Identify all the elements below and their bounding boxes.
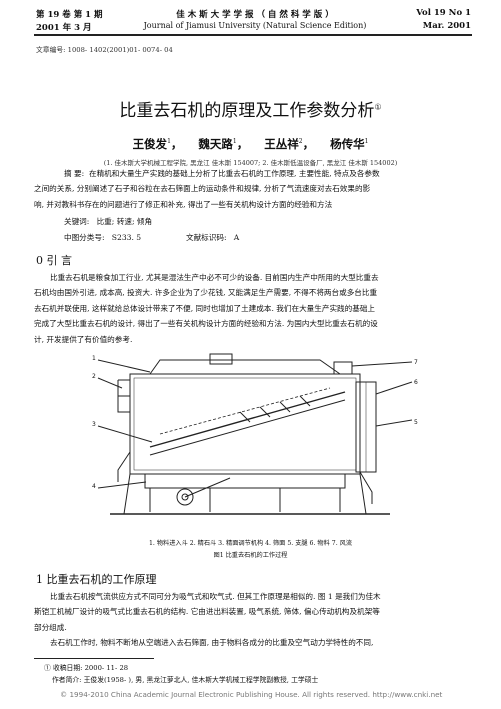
volume-en: Vol 19 No 1 xyxy=(416,8,471,18)
section-heading-intro: 0 引 言 xyxy=(36,254,72,267)
figure-legend: 1. 物料进入斗 2. 精石斗 3. 精面调节机构 4. 筛面 5. 支腿 6.… xyxy=(148,540,353,547)
callout-label: 6 xyxy=(414,379,418,386)
affiliation: (1. 佳木斯大学机械工程学院, 黑龙江 佳木斯 154007; 2. 佳木斯低… xyxy=(103,159,398,167)
principle-paragraph: 比重去石机按气流供应方式不同可分为吸气式和吹气式. 但其工作原理是相似的. 图 … xyxy=(34,592,381,648)
classification: 中图分类号: S233. 5 文献标识码: A xyxy=(64,233,240,242)
journal-name-en: Journal of Jiamusi University (Natural S… xyxy=(143,21,367,30)
abstract: 摘 要: 在精机和大量生产实践的基础上分析了比重去石机的工作原理, 主要性能, … xyxy=(34,169,380,209)
intro-paragraph: 比重去石机是粮食加工行业, 尤其是湿法生产中必不可少的设备. 目前国内生产中所用… xyxy=(34,273,379,344)
figure-caption: 图1 比重去石机的工作过程 xyxy=(213,552,288,559)
callout-label: 4 xyxy=(92,483,96,490)
callout-label: 7 xyxy=(414,359,418,366)
callout-label: 2 xyxy=(92,373,96,380)
footnote-rule xyxy=(34,658,154,659)
author: 杨传华 xyxy=(330,137,365,151)
section-heading-principle: 1 比重去石机的工作原理 xyxy=(36,573,157,586)
author: 魏天路 xyxy=(198,137,233,151)
publication-date: 2001 年 3 月 xyxy=(36,23,92,33)
abstract-label: 摘 要: xyxy=(64,169,85,178)
date-en: Mar. 2001 xyxy=(422,21,471,31)
author-list: 王俊发1， 魏天路1， 王丛祥2， 杨传华1 xyxy=(132,137,369,151)
copyright-footer: © 1994-2010 China Academic Journal Elect… xyxy=(60,690,443,699)
author: 王丛祥 xyxy=(264,137,299,151)
received-date: ① 收稿日期: 2000- 11- 28 xyxy=(44,664,129,672)
author-bio: 作者简介: 王俊发(1958- ), 男, 黑龙江萝北人, 佳木斯大学机械工程学… xyxy=(52,676,319,684)
header-rule xyxy=(34,34,472,36)
journal-name-cn: 佳 木 斯 大 学 学 报 （ 自 然 科 学 版 ） xyxy=(176,10,334,20)
callout-label: 3 xyxy=(92,421,96,428)
article-number: 文章编号: 1008- 1402(2001)01- 0074- 04 xyxy=(36,46,173,54)
callout-label: 5 xyxy=(414,419,418,426)
destoner-diagram: 1 2 3 4 5 6 7 xyxy=(92,353,418,515)
paper-title: 比重去石机的原理及工作参数分析① xyxy=(119,101,382,121)
author: 王俊发 xyxy=(132,137,168,151)
volume-issue: 第 19 卷 第 1 期 xyxy=(36,10,103,20)
callout-label: 1 xyxy=(92,355,96,362)
keywords: 关键词: 比重; 转速; 倾角 xyxy=(64,217,153,226)
